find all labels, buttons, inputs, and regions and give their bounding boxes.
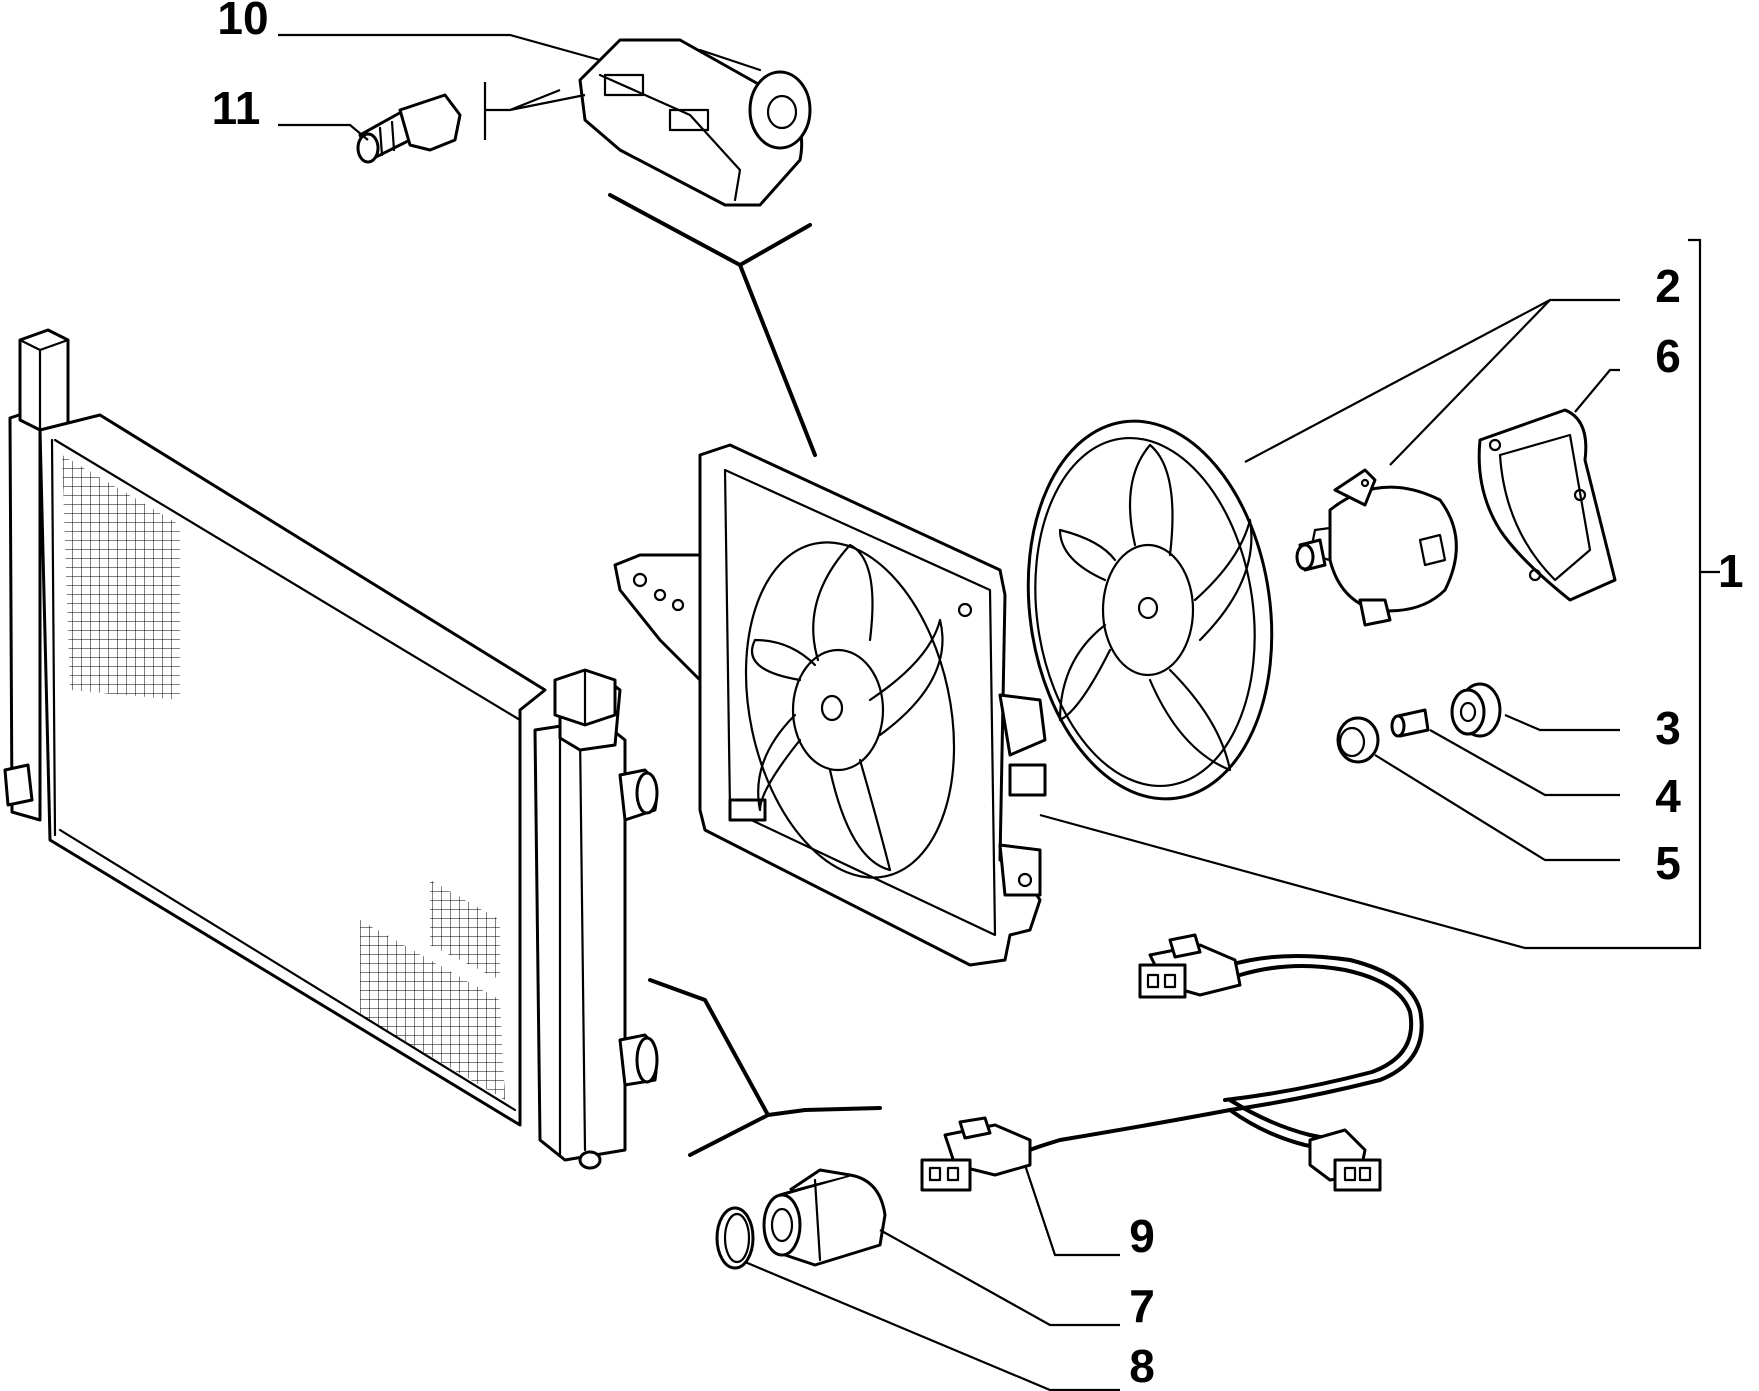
callout-label-4: 4 (1655, 770, 1681, 822)
callout-label-9: 9 (1129, 1210, 1155, 1262)
callout-label-7: 7 (1129, 1280, 1155, 1332)
callout-labels: 1 2 3 4 5 6 7 8 9 10 11 (212, 0, 1744, 1391)
grommet-3 (1450, 682, 1502, 738)
fan-blade (1026, 419, 1274, 801)
callout-label-8: 8 (1129, 1340, 1155, 1391)
callout-label-6: 6 (1655, 330, 1681, 382)
nut-5 (1336, 716, 1380, 764)
wiring-harness-9 (920, 933, 1424, 1192)
callout-label-3: 3 (1655, 702, 1681, 754)
thermoswitch-7 (762, 1168, 887, 1267)
bolt-11 (356, 93, 462, 164)
seal-8 (715, 1206, 755, 1270)
callout-label-5: 5 (1655, 837, 1681, 889)
callout-label-1: 1 (1718, 545, 1744, 597)
spacer-4 (1390, 708, 1430, 738)
callout-label-10: 10 (217, 0, 268, 44)
fan-motor (1295, 468, 1458, 627)
leader-lines (278, 33, 1720, 1391)
fan-shroud (613, 443, 1047, 967)
resistor-10 (578, 38, 812, 207)
callout-label-11: 11 (212, 82, 261, 134)
radiator (3, 328, 659, 1170)
callout-label-2: 2 (1655, 260, 1681, 312)
motor-cover (1477, 408, 1617, 602)
